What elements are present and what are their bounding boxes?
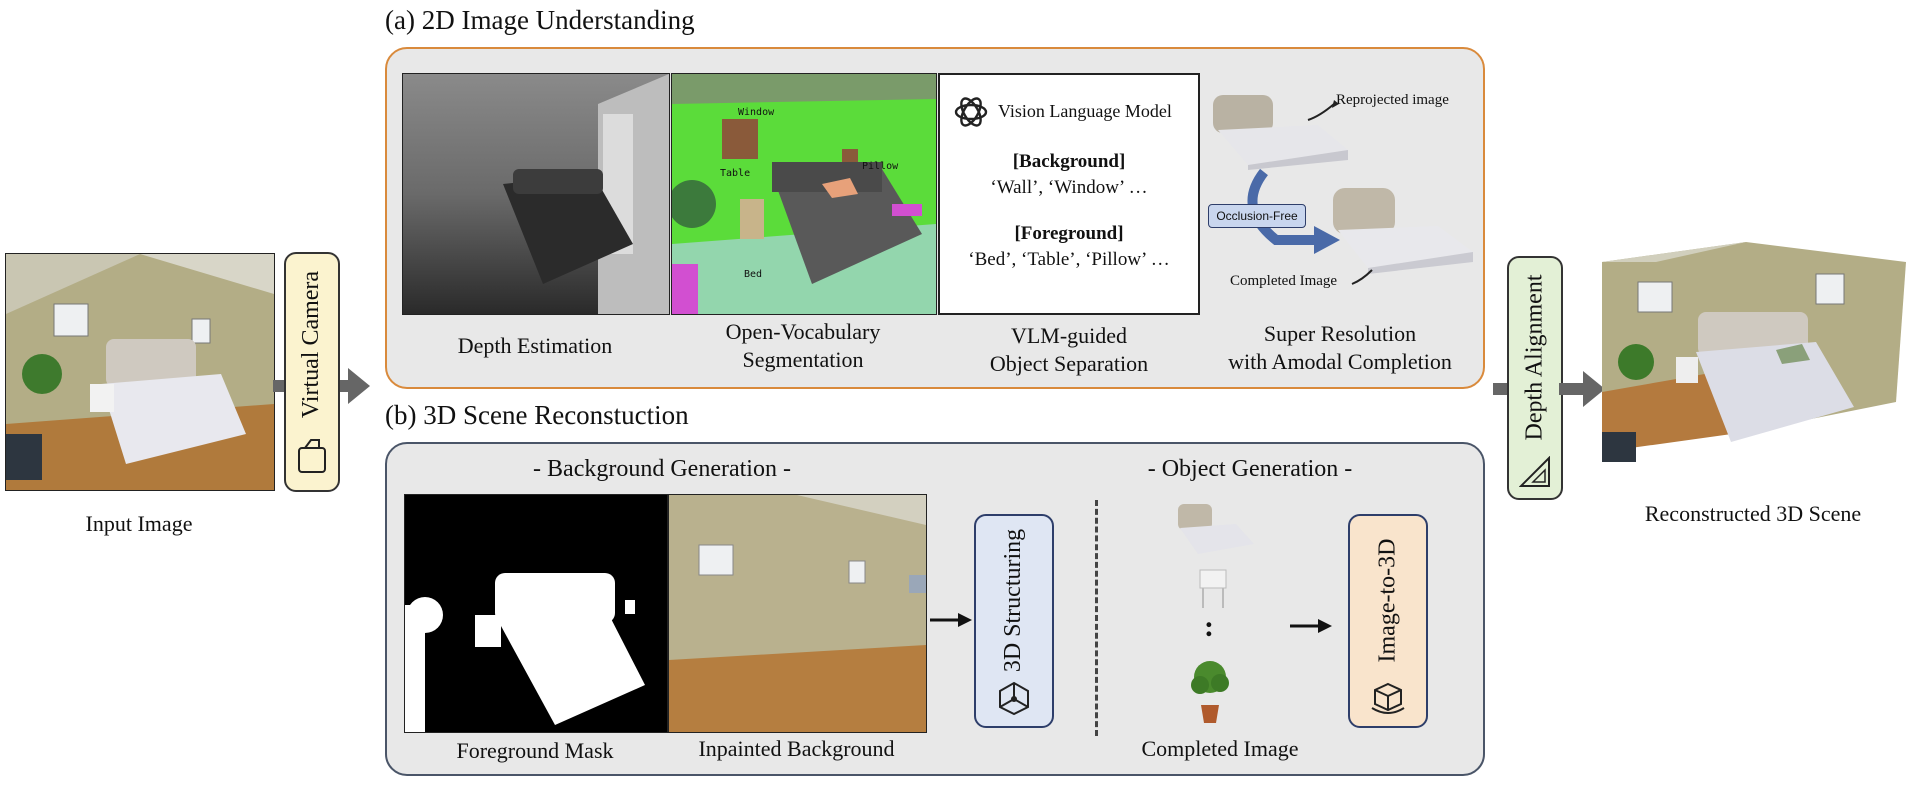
to-output-arrowhead xyxy=(1583,371,1605,407)
inpainted-background-caption: Inpainted Background xyxy=(698,736,895,761)
flow-arrowhead xyxy=(348,368,370,404)
foreground-mask-image xyxy=(404,494,668,733)
object-table-thumb xyxy=(1199,569,1227,608)
segmentation-caption-line2: Segmentation xyxy=(742,347,864,372)
camera-icon xyxy=(298,439,326,473)
completed-bed-image xyxy=(1333,188,1473,274)
image-to-3d-box: Image-to-3D xyxy=(1348,514,1428,728)
virtual-camera-box: Virtual Camera xyxy=(284,252,340,492)
vlm-logo-icon xyxy=(954,97,988,127)
structuring-label: 3D Structuring xyxy=(1000,528,1027,672)
vlm-fg-title: [Foreground] xyxy=(1014,223,1124,244)
object-plant-thumb xyxy=(1191,661,1229,723)
completed-label: Completed Image xyxy=(1230,273,1338,289)
object-ellipsis: : xyxy=(1204,610,1214,643)
input-image xyxy=(5,253,275,491)
section-divider xyxy=(1095,500,1098,736)
section-a-title: (a) 2D Image Understanding xyxy=(385,5,695,35)
occlusion-free-badge: Occlusion-Free xyxy=(1208,204,1306,228)
inpainted-background-image xyxy=(668,494,927,733)
segmentation-image: Window Table Pillow Bed xyxy=(671,73,937,315)
output-caption: Reconstructed 3D Scene xyxy=(1644,501,1862,526)
seg-label-pillow: Pillow xyxy=(862,161,899,172)
to-image-to-3d-arrow xyxy=(1290,619,1332,633)
vlm-bg-items: ‘Wall’, ‘Window’ … xyxy=(990,177,1148,198)
cube-network-icon xyxy=(999,681,1029,716)
background-generation-heading: - Background Generation - xyxy=(533,456,791,482)
reprojected-bed-image xyxy=(1213,95,1348,170)
foreground-mask-caption: Foreground Mask xyxy=(456,738,614,763)
vlm-fg-items: ‘Bed’, ‘Table’, ‘Pillow’ … xyxy=(968,249,1170,270)
seg-label-bed: Bed xyxy=(744,269,763,280)
seg-label-table: Table xyxy=(720,168,751,179)
to-output-arrow xyxy=(1559,383,1585,395)
to-depth-alignment-connector xyxy=(1493,383,1507,395)
to-structuring-arrow xyxy=(930,613,972,627)
depth-caption: Depth Estimation xyxy=(457,333,613,358)
virtual-camera-label: Virtual Camera xyxy=(298,270,325,418)
vlm-box: Vision Language Model [Background] ‘Wall… xyxy=(938,73,1200,315)
reconstructed-scene-image xyxy=(1602,242,1906,462)
reprojected-label: Reprojected image xyxy=(1336,92,1449,108)
ruler-triangle-icon xyxy=(1519,456,1550,487)
structuring-box: 3D Structuring xyxy=(974,514,1054,728)
section-b-title: (b) 3D Scene Reconstuction xyxy=(385,400,689,430)
vlm-caption-line2: Object Separation xyxy=(989,351,1149,376)
seg-label-window: Window xyxy=(738,107,775,118)
image-to-3d-label: Image-to-3D xyxy=(1374,538,1401,662)
depth-image xyxy=(402,73,670,315)
reprojected-arrow-icon xyxy=(1307,100,1339,121)
depth-alignment-label: Depth Alignment xyxy=(1521,274,1548,440)
completed-arrow-icon xyxy=(1351,269,1373,285)
sr-caption-line1: Super Resolution xyxy=(1263,321,1417,346)
object-generation-heading: - Object Generation - xyxy=(1147,456,1353,482)
vlm-header: Vision Language Model xyxy=(998,101,1172,121)
segmentation-caption-line1: Open-Vocabulary xyxy=(725,319,881,344)
sr-caption-line2: with Amodal Completion xyxy=(1228,349,1452,374)
completed-image-caption: Completed Image xyxy=(1141,736,1299,761)
vlm-caption-line1: VLM-guided xyxy=(1010,323,1128,348)
vlm-bg-title: [Background] xyxy=(1012,151,1126,172)
object-bed-thumb xyxy=(1178,504,1254,554)
rotating-cube-icon xyxy=(1371,682,1405,714)
depth-alignment-box: Depth Alignment xyxy=(1507,256,1563,500)
input-image-caption: Input Image xyxy=(85,511,193,536)
